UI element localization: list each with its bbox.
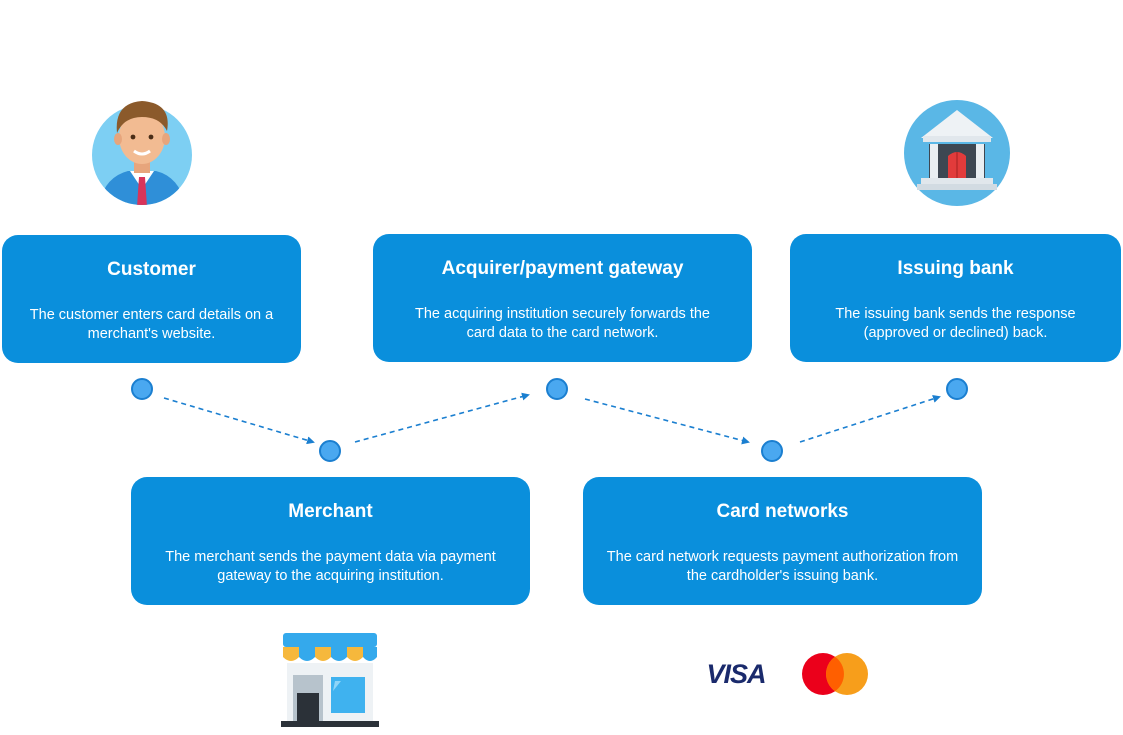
networks-step-description: The card network requests payment author… [606, 549, 959, 584]
acquirer-step-description: The acquiring institution securely forwa… [415, 306, 710, 341]
acquirer-step-title: Acquirer/payment gateway [441, 258, 684, 279]
merchant-step-card: Merchant The merchant sends the payment … [131, 477, 530, 605]
merchant-step-description: The merchant sends the payment data via … [165, 549, 496, 584]
customer-step-description: The customer enters card details on a me… [29, 307, 274, 342]
networks-step-title: Card networks [716, 501, 849, 522]
customer-step-card: Customer The customer enters card detail… [2, 235, 301, 363]
mastercard-logo [802, 653, 868, 695]
arrow-acquirer-to-networks [584, 398, 750, 445]
issuing-step-card: Issuing bank The issuing bank sends the … [790, 234, 1121, 362]
flow-node-customer [131, 378, 153, 400]
flow-node-acquirer [546, 378, 568, 400]
acquirer-step-card: Acquirer/payment gateway The acquiring i… [373, 234, 752, 362]
visa-logo: VISA [706, 659, 766, 689]
issuing-step-description: The issuing bank sends the response (app… [835, 306, 1076, 341]
customer-step-title: Customer [107, 259, 196, 280]
customer-avatar-icon [92, 101, 192, 205]
flow-node-merchant [319, 440, 341, 462]
merchant-step-title: Merchant [288, 501, 373, 522]
arrow-merchant-to-acquirer [354, 392, 530, 443]
arrow-networks-to-issuing [799, 395, 941, 443]
storefront-icon [281, 633, 379, 727]
networks-step-card: Card networks The card network requests … [583, 477, 982, 605]
bank-building-icon [904, 100, 1010, 206]
flow-node-issuing [946, 378, 968, 400]
flow-node-networks [761, 440, 783, 462]
arrow-customer-to-merchant [163, 397, 315, 445]
issuing-step-title: Issuing bank [897, 258, 1014, 279]
